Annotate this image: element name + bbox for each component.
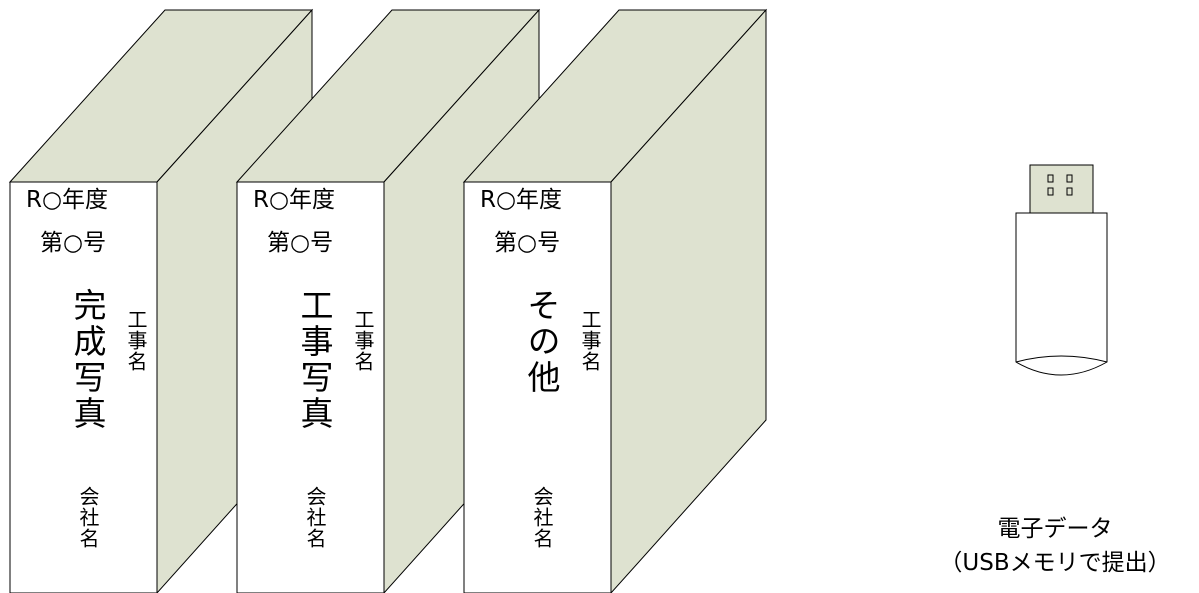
usb-caption: 電子データ （USBメモリで提出） (905, 512, 1199, 580)
fiscal-year-label: R○年度 (26, 187, 109, 213)
usb-caption-line1: 電子データ (997, 516, 1113, 542)
company-name-label: 会社名 (303, 486, 327, 549)
work-name-label: 工事名 (351, 309, 375, 372)
usb-memory-icon (1015, 164, 1108, 376)
fiscal-year-label: R○年度 (253, 187, 336, 213)
fiscal-year-label: R○年度 (480, 187, 563, 213)
binder-drawing (462, 8, 768, 593)
binder-title: 工事写真 (295, 288, 334, 432)
company-name-label: 会社名 (76, 486, 100, 549)
binder-other: R○年度 第○号 その他 工事名 会社名 (462, 0, 824, 593)
binder-spine (463, 181, 612, 593)
issue-number-label: 第○号 (494, 230, 561, 256)
work-name-label: 工事名 (578, 309, 602, 372)
company-name-label: 会社名 (530, 486, 554, 549)
usb-body (1015, 212, 1108, 376)
binder-spine (236, 181, 385, 593)
issue-number-label: 第○号 (40, 230, 107, 256)
usb-connector (1029, 164, 1094, 214)
binder-title: 完成写真 (68, 288, 107, 432)
work-name-label: 工事名 (124, 309, 148, 372)
binder-spine (9, 181, 158, 593)
issue-number-label: 第○号 (267, 230, 334, 256)
binder-completion-photos: R○年度 第○号 完成写真 工事名 会社名 (8, 0, 370, 593)
binder-title: その他 (522, 288, 561, 396)
usb-caption-line2: （USBメモリで提出） (939, 550, 1171, 576)
